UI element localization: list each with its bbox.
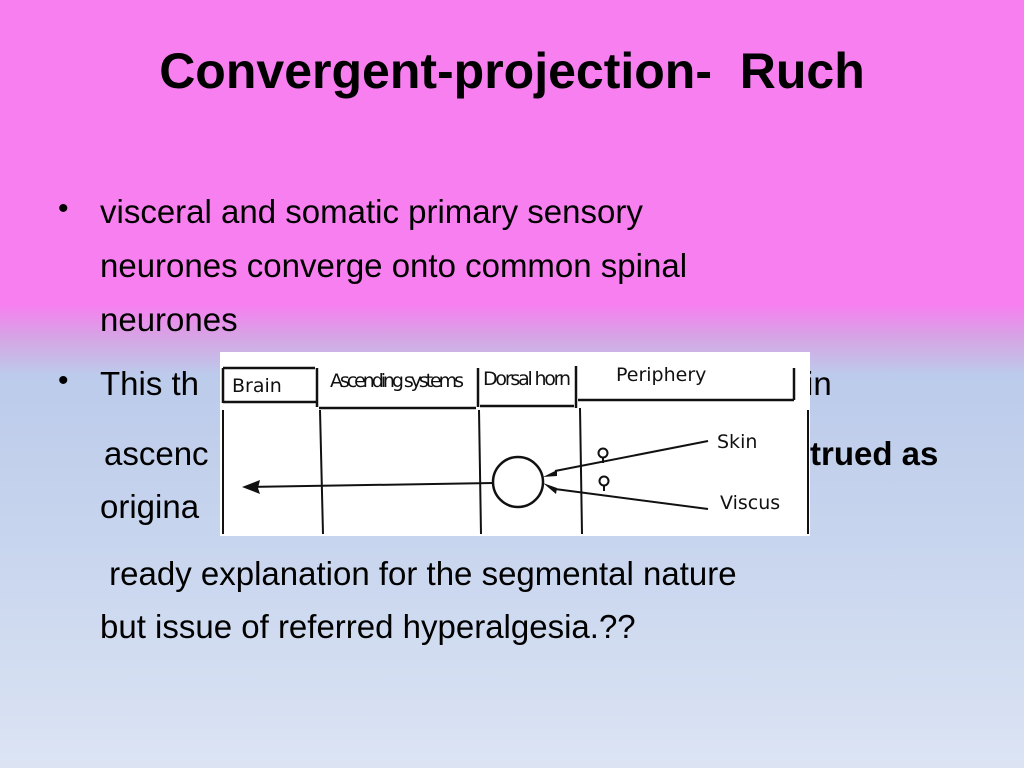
header-ascending-systems: Ascending systems <box>330 370 464 392</box>
skin-afferent <box>554 440 709 472</box>
bullet-2-fragment-end: in <box>806 365 832 402</box>
arrowhead-icon <box>242 480 260 494</box>
ascending-axon <box>247 482 494 488</box>
bullet-1-line-3: neurones <box>100 301 238 338</box>
viscus-label: Viscus <box>720 492 780 514</box>
bullet-marker: • <box>58 364 69 397</box>
slide-title: Convergent-projection- Ruch <box>159 43 865 99</box>
header-dorsal-horn: Dorsal horn <box>483 368 571 390</box>
bullet-2-fragment-start: This th <box>100 365 200 402</box>
column-line-3 <box>478 409 482 535</box>
ready-explanation-line: ready explanation for the segmental natu… <box>100 555 737 592</box>
synapse-skin-icon <box>543 470 557 477</box>
spinal-neuron-icon <box>491 455 545 509</box>
skin-ganglion-icon <box>597 447 609 459</box>
column-line-4 <box>579 407 583 535</box>
ascending-fragment: ascenc <box>104 435 209 472</box>
bullet-1-line-1: visceral and somatic primary sensory <box>100 193 643 230</box>
column-line-2 <box>319 409 324 535</box>
construed-fragment: trued as <box>810 435 939 472</box>
header-frame-left <box>221 366 315 403</box>
bullet-marker: • <box>58 192 69 225</box>
convergence-diagram: Brain Ascending systems Dorsal horn Peri… <box>220 352 810 536</box>
bullet-1-line-2: neurones converge onto common spinal <box>100 247 688 284</box>
header-periphery: Periphery <box>616 364 706 386</box>
synapse-viscus-icon <box>543 483 557 494</box>
origin-fragment: origina <box>100 488 200 525</box>
viscus-ganglion-icon <box>598 475 610 487</box>
viscus-afferent <box>554 488 709 510</box>
convergence-diagram-svg: Brain Ascending systems Dorsal horn Peri… <box>221 364 809 535</box>
referred-hyperalgesia-line: but issue of referred hyperalgesia.?? <box>100 608 636 645</box>
skin-label: Skin <box>717 431 757 453</box>
header-brain: Brain <box>232 375 282 397</box>
